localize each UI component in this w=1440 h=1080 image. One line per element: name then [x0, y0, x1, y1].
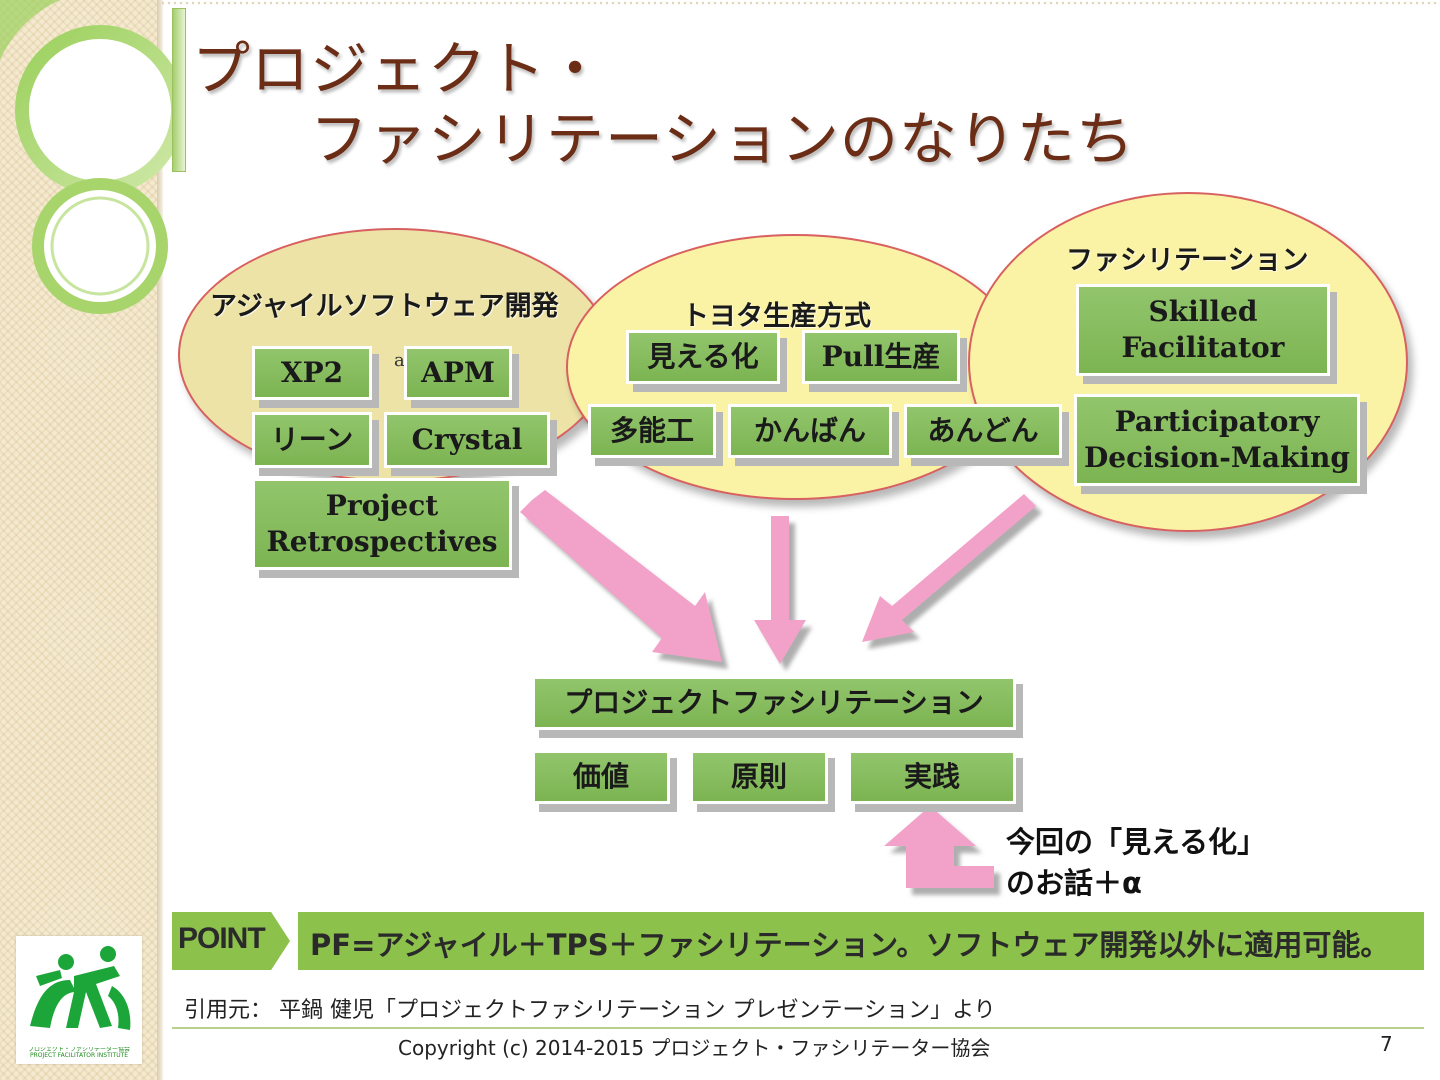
arrow-callout: [884, 806, 994, 888]
box-pull: Pull生産: [802, 330, 960, 384]
copyright-text: Copyright (c) 2014-2015 プロジェクト・ファシリテーター協…: [398, 1036, 991, 1060]
toyota-label: トヨタ生産方式: [682, 301, 871, 332]
arrow-from-toyota: [754, 516, 806, 664]
logo-caption-en: PROJECT FACILITATOR INSTITUTE: [29, 1052, 129, 1060]
box-skilled-facilitator: Skilled Facilitator: [1076, 284, 1330, 376]
sidebar-edge: [157, 0, 163, 1080]
box-participatory-decision-making: Participatory Decision-Making: [1074, 394, 1360, 486]
point-body: PF=アジャイル＋TPS＋ファシリテーション。ソフトウェア開発以外に適用可能。: [298, 912, 1424, 970]
box-tanoukou: 多能工: [588, 404, 716, 458]
logo-figures-icon: [30, 946, 131, 1030]
logo-caption-jp: プロジェクト・ファシリテーター協会: [27, 1046, 130, 1053]
agile-label: アジャイルソフトウェア開発: [210, 291, 559, 322]
stray-mark: a: [394, 350, 405, 371]
box-mieruka: 見える化: [626, 330, 780, 384]
box-project-retrospectives: Project Retrospectives: [252, 478, 512, 570]
box-andon: あんどん: [904, 404, 1062, 458]
box-xp2: XP2: [252, 346, 372, 400]
title-accent-bar: [172, 8, 186, 172]
box-crystal: Crystal: [384, 412, 550, 468]
facilitation-label: ファシリテーション: [1066, 245, 1309, 276]
box-lean: リーン: [252, 412, 372, 468]
point-label: POINT: [178, 922, 266, 955]
point-banner: POINT PF=アジャイル＋TPS＋ファシリテーション。ソフトウェア開発以外に…: [172, 912, 1424, 970]
page-number: 7: [1380, 1032, 1393, 1056]
callout-line2: のお話＋α: [1006, 865, 1142, 900]
box-kanban: かんばん: [728, 404, 892, 458]
decorative-circles: [0, 0, 185, 314]
callout-line1: 今回の「見える化」: [1006, 825, 1267, 859]
decor-corner: [0, 0, 60, 60]
institute-logo: プロジェクト・ファシリテーター協会 PROJECT FACILITATOR IN…: [16, 936, 142, 1064]
box-value: 価値: [532, 750, 670, 804]
box-principle: 原則: [690, 750, 828, 804]
page-title-line1: プロジェクト・: [192, 35, 606, 103]
footer-divider: [172, 1027, 1424, 1029]
top-dotted-border: [160, 0, 1440, 6]
point-tab: POINT: [172, 912, 290, 970]
page-title-line2: ファシリテーションのなりたち: [310, 105, 1135, 173]
box-apm: APM: [404, 346, 512, 400]
source-citation: 引用元： 平鍋 健児「プロジェクトファシリテーション プレゼンテーション」より: [184, 998, 996, 1023]
point-text: PF=アジャイル＋TPS＋ファシリテーション。ソフトウェア開発以外に適用可能。: [310, 928, 1390, 962]
callout-note: 今回の「見える化」 のお話＋α: [1006, 822, 1266, 903]
arrow-from-agile: [520, 490, 722, 662]
box-practice: 実践: [848, 750, 1016, 804]
decor-ring-inner: [50, 196, 150, 296]
logo-caption: プロジェクト・ファシリテーター協会 PROJECT FACILITATOR IN…: [20, 1047, 138, 1060]
box-project-facilitation: プロジェクトファシリテーション: [532, 676, 1016, 730]
arrow-from-facilitation: [862, 494, 1036, 642]
decor-ring-lower: [32, 178, 168, 314]
